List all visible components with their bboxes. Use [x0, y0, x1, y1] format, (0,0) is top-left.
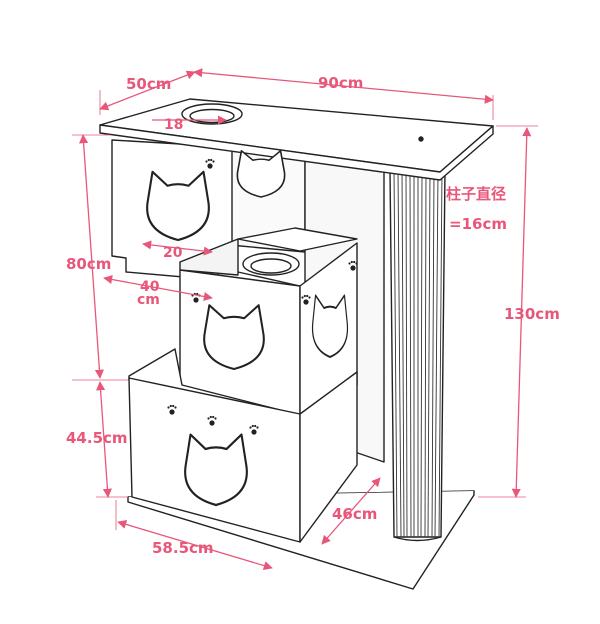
pillar-title-label: 柱子直径: [446, 185, 507, 203]
dimension-lines: [72, 68, 538, 571]
hole-width-lower-label: 20: [163, 245, 183, 261]
height-lower-label: 44.5cm: [66, 429, 128, 447]
width-top-label: 90cm: [318, 74, 364, 92]
hole-diameter-label: 18: [164, 117, 184, 133]
total-height-label: 130cm: [504, 305, 560, 323]
height-upper-label: 80cm: [66, 255, 112, 273]
base-depth-label: 46cm: [332, 505, 378, 523]
top-board-edge: [99, 124, 494, 181]
bottom-box-right: [299, 371, 358, 543]
middle-width-label: 40: [140, 279, 160, 295]
base-width-label: 58.5cm: [152, 539, 214, 557]
depth-top-label: 50cm: [126, 75, 172, 93]
middle-box-top: [237, 227, 358, 252]
middle-width-unit-label: cm: [137, 292, 160, 308]
pillar: [389, 170, 446, 542]
pillar-value-label: =16cm: [449, 215, 507, 233]
cat-tree: [99, 98, 494, 590]
